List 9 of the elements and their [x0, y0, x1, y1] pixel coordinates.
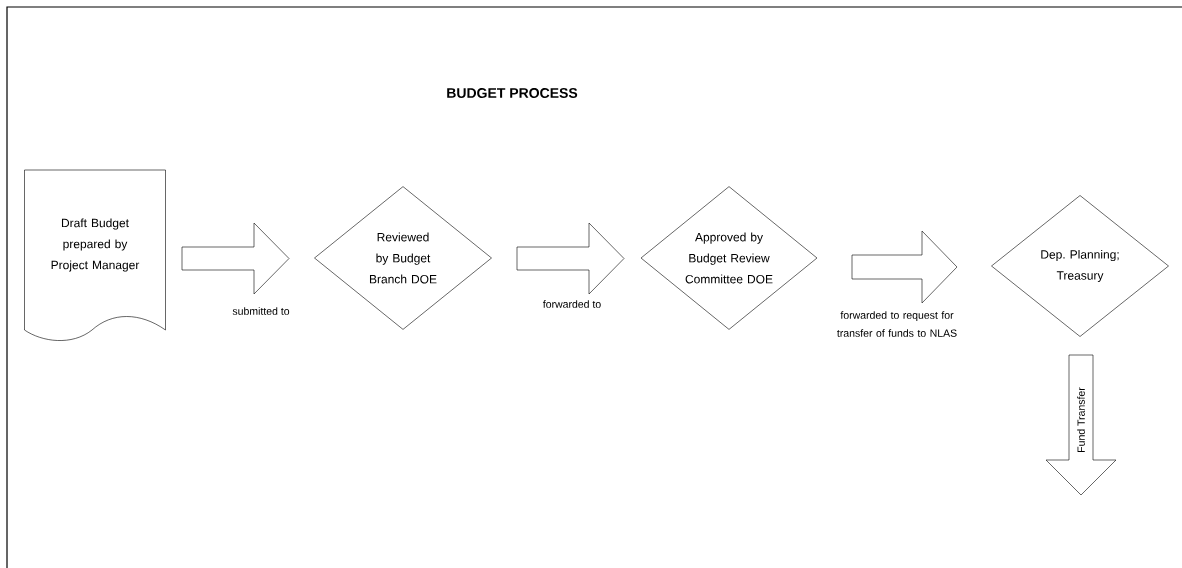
edge-label: Fund Transfer — [1076, 386, 1086, 454]
block-arrow — [181, 222, 290, 295]
document-shape: Draft Budget prepared by Project Manager — [24, 169, 166, 341]
edge-label: submitted to — [231, 306, 291, 316]
block-arrow — [516, 222, 625, 295]
edge-label: forwarded to — [541, 299, 603, 309]
block-arrow — [851, 230, 958, 304]
edge-label: forwarded to request for transfer of funds to NLAS — [826, 310, 968, 338]
title: BUDGET PROCESS — [447, 88, 578, 98]
